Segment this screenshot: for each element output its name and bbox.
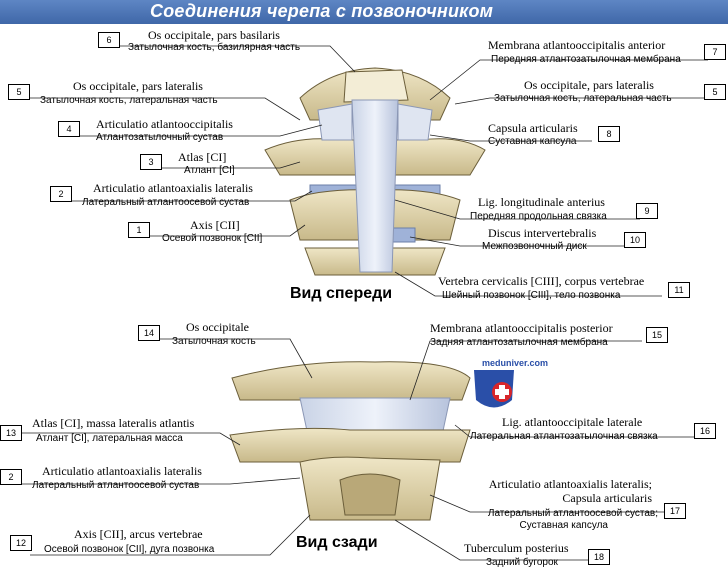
label-latin-2-front: Articulatio atlantoaxialis lateralis (93, 181, 253, 195)
label-ru-1: Осевой позвонок [CII] (162, 233, 263, 244)
label-ru-6: Затылочная кость, базилярная часть (128, 42, 301, 53)
meduniver-logo (474, 370, 514, 408)
label-number-14: 14 (138, 325, 160, 341)
label-ru-13: Атлант [CI], латеральная масса (36, 433, 183, 444)
label-latin-1: Axis [CII] (190, 218, 240, 232)
label-latin-14: Os occipitale (186, 320, 249, 334)
label-ru-2-front: Латеральный атлантоосевой сустав (82, 197, 250, 208)
label-ru-15: Задняя атлантозатылочная мембрана (430, 337, 608, 348)
label-number-10: 10 (624, 232, 646, 248)
label-ru-8: Суставная капсула (488, 136, 577, 147)
label-ru-5-left: Затылочная кость, латеральная часть (40, 95, 218, 106)
label-latin-4: Articulatio atlantooccipitalis (96, 117, 233, 131)
label-number-17: 17 (664, 503, 686, 519)
page-title: Соединения черепа с позвоночником (150, 1, 494, 21)
label-ru-5-right: Затылочная кость, латеральная часть (494, 93, 672, 104)
label-number-13: 13 (0, 425, 22, 441)
label-number-5-left: 5 (8, 84, 30, 100)
label-latin-10: Discus intervertebralis (488, 226, 597, 240)
label-number-2-back: 2 (0, 469, 22, 485)
label-number-16: 16 (694, 423, 716, 439)
label-ru-10: Межпозвоночный диск (482, 241, 587, 252)
label-ru-4: Атлантозатылочный сустав (96, 132, 224, 143)
label-ru-17: Латеральный атлантоосевой сустав; (487, 508, 658, 519)
label-number-9: 9 (636, 203, 658, 219)
label-number-4: 4 (58, 121, 80, 137)
label-ru-14: Затылочная кость (172, 336, 256, 347)
label-latin-5-right: Os occipitale, pars lateralis (524, 78, 654, 92)
label-number-11: 11 (668, 282, 690, 298)
label-latin-17b: Capsula articularis (562, 491, 652, 505)
back-view-illustration (229, 361, 471, 521)
label-ru-2-back: Латеральный атлантоосевой сустав (32, 480, 200, 491)
label-latin-9: Lig. longitudinale anterius (478, 195, 605, 209)
label-latin-3: Atlas [CI] (178, 150, 227, 164)
label-latin-6: Os occipitale, pars basilaris (148, 28, 280, 42)
label-latin-16: Lig. atlantooccipitale laterale (502, 415, 643, 429)
label-ru-18: Задний бугорок (486, 557, 558, 568)
label-number-5-right: 5 (704, 84, 726, 100)
label-number-3: 3 (140, 154, 162, 170)
label-latin-11: Vertebra cervicalis [CIII], corpus verte… (438, 274, 645, 288)
label-number-18: 18 (588, 549, 610, 565)
label-number-8: 8 (598, 126, 620, 142)
label-latin-12: Axis [CII], arcus vertebrae (74, 527, 203, 541)
label-number-1: 1 (128, 222, 150, 238)
watermark-text: meduniver.com (482, 358, 549, 368)
label-number-15: 15 (646, 327, 668, 343)
label-number-6: 6 (98, 32, 120, 48)
label-ru-16: Латеральная атлантозатылочная связка (470, 431, 658, 442)
label-latin-15: Membrana atlantooccipitalis posterior (430, 321, 613, 335)
label-latin-8: Capsula articularis (488, 121, 578, 135)
front-view-illustration (264, 67, 486, 276)
label-latin-7: Membrana atlantooccipitalis anterior (488, 38, 666, 52)
label-number-2-front: 2 (50, 186, 72, 202)
label-latin-17: Articulatio atlantoaxialis lateralis; (488, 477, 652, 491)
label-ru-7: Передняя атлантозатылочная мембрана (491, 54, 681, 65)
back-view-caption: Вид сзади (296, 534, 378, 551)
label-ru-3: Атлант [CI] (184, 165, 235, 176)
front-view-caption: Вид спереди (290, 285, 393, 302)
label-ru-11: Шейный позвонок [CIII], тело позвонка (442, 290, 621, 301)
title-bar: Соединения черепа с позвоночником (0, 0, 728, 24)
label-ru-12: Осевой позвонок [CII], дуга позвонка (44, 544, 215, 555)
label-latin-13: Atlas [CI], massa lateralis atlantis (32, 416, 195, 430)
label-latin-5-left: Os occipitale, pars lateralis (73, 79, 203, 93)
label-number-7: 7 (704, 44, 726, 60)
label-ru-9: Передняя продольная связка (470, 211, 607, 222)
label-ru-17b: Суставная капсула (519, 520, 608, 531)
label-number-12: 12 (10, 535, 32, 551)
label-latin-2-back: Articulatio atlantoaxialis lateralis (42, 464, 202, 478)
leader-lines (20, 45, 708, 561)
label-latin-18: Tuberculum posterius (464, 541, 569, 555)
